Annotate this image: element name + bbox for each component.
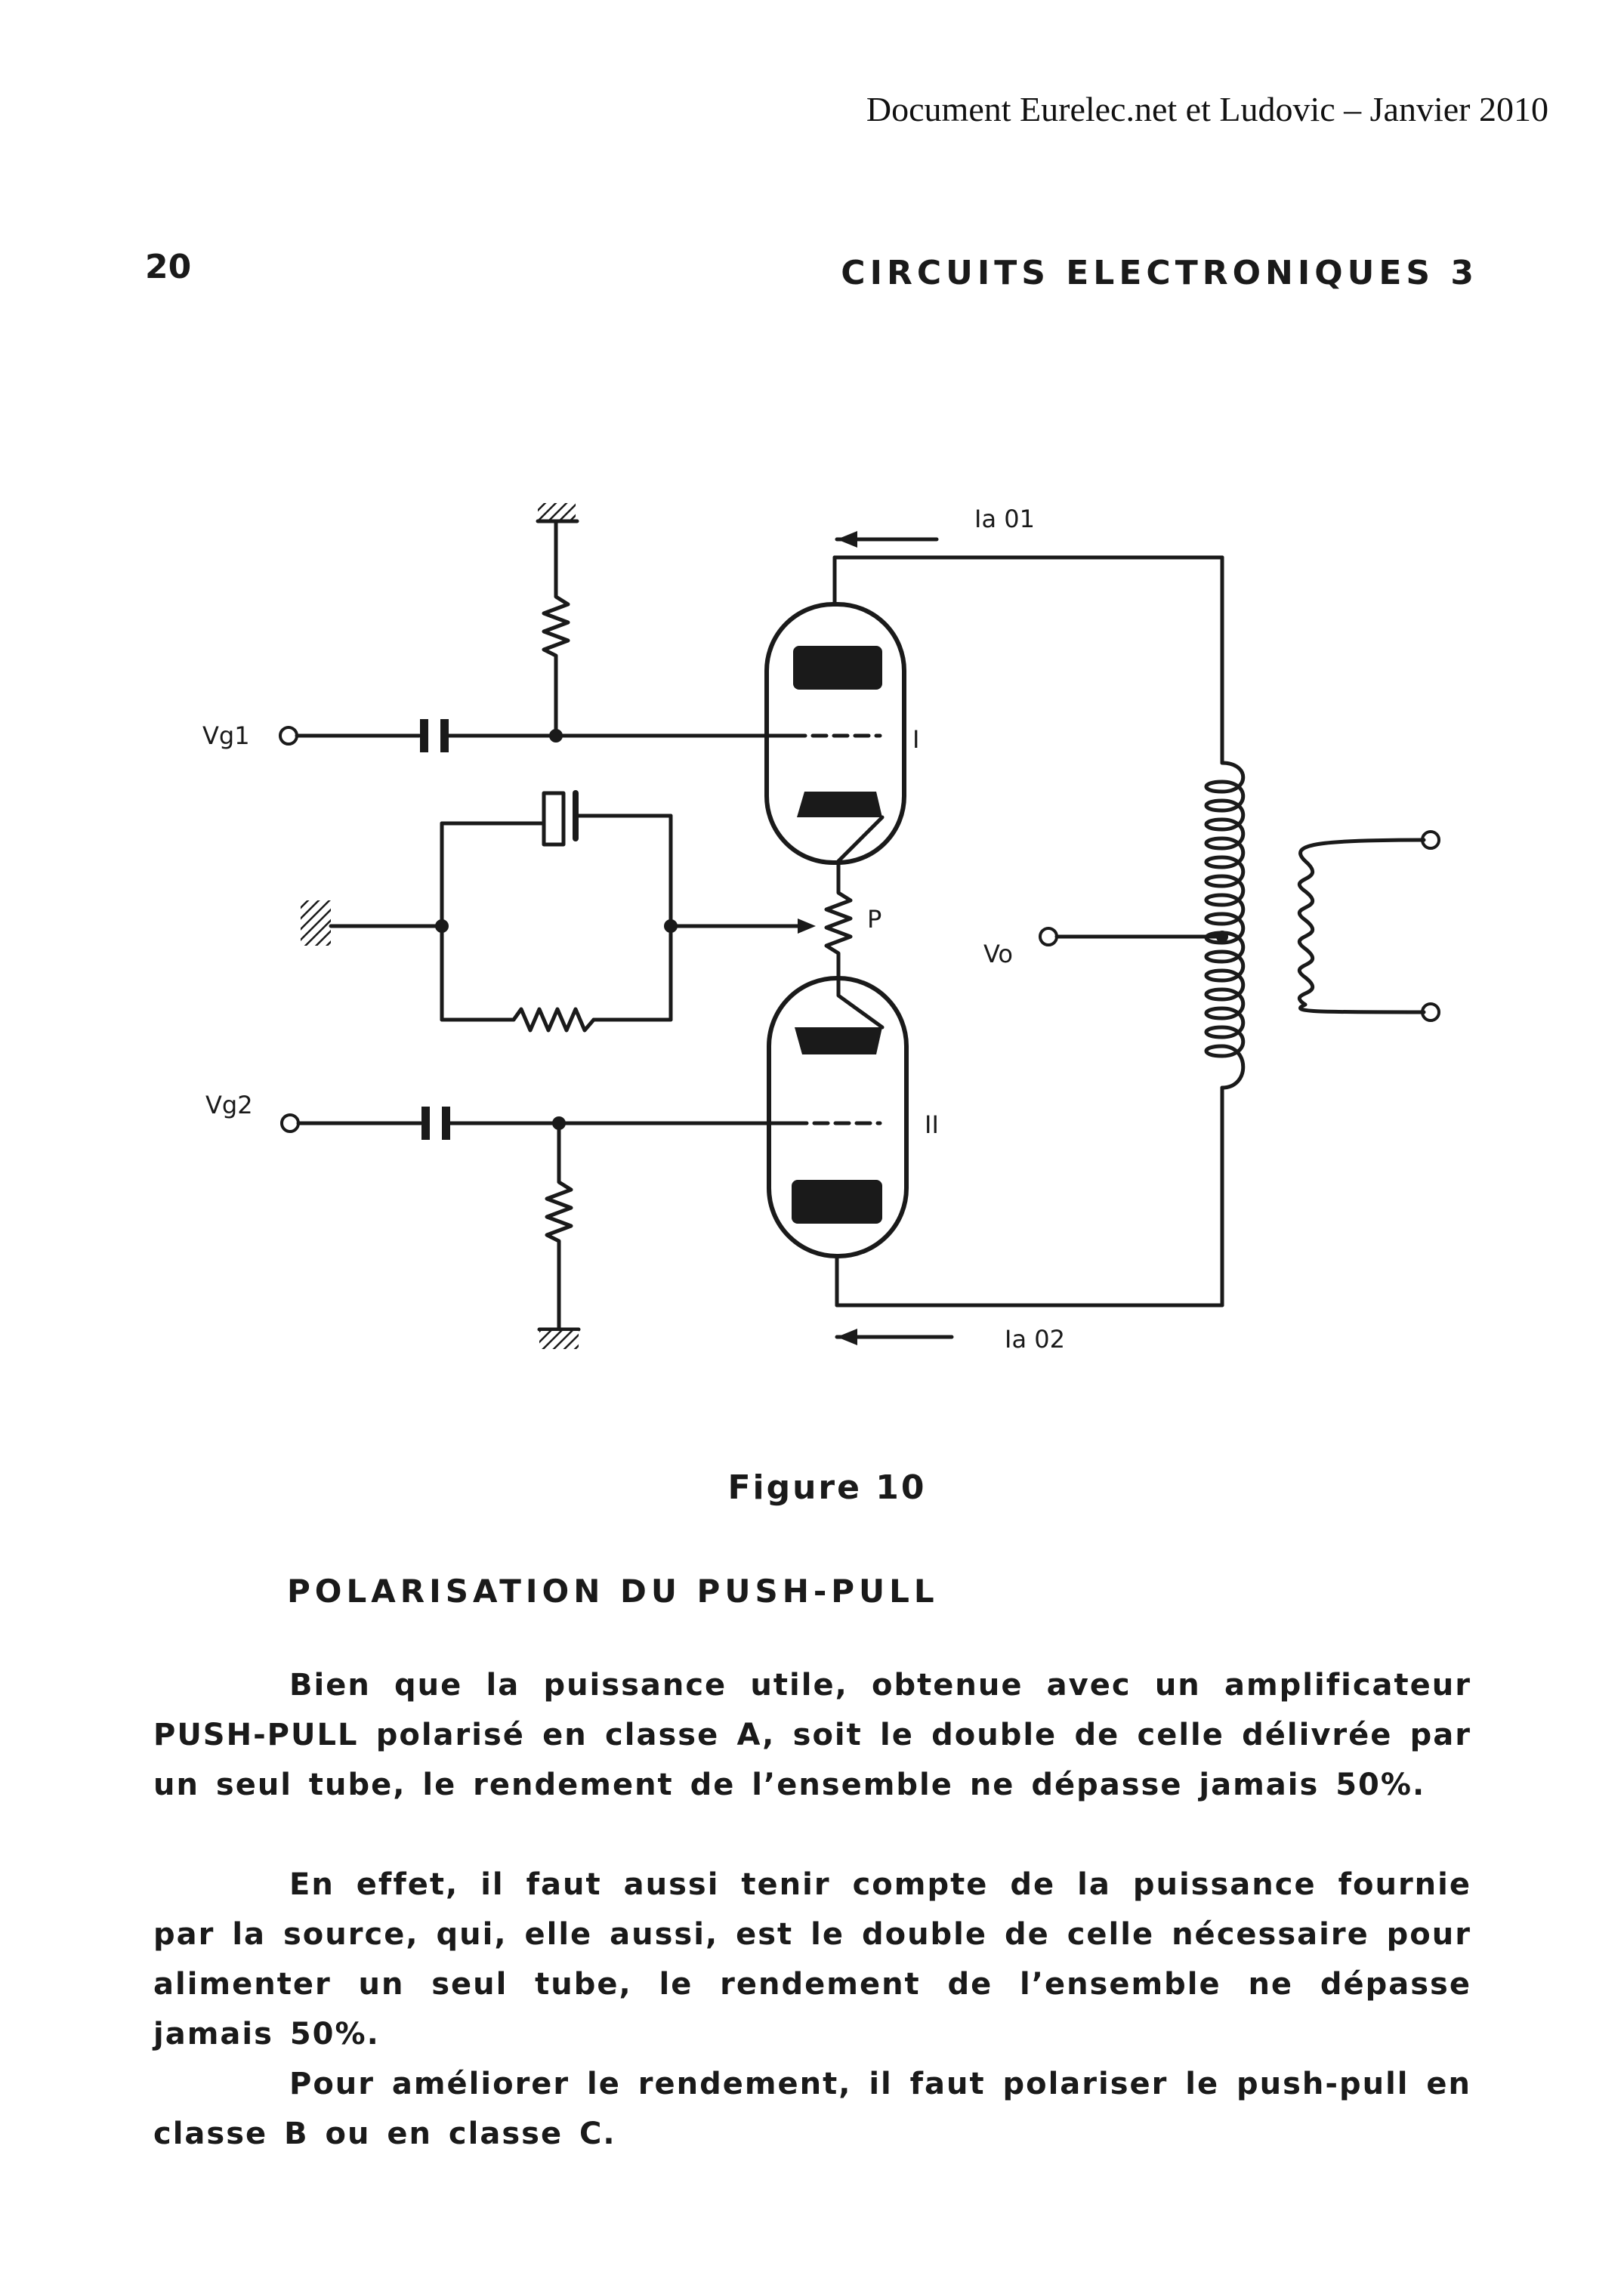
terminal-output-top (1421, 830, 1440, 850)
potentiometer-p (824, 870, 853, 984)
label-ia01: Ia 01 (974, 505, 1035, 533)
capacitor-vg2 (421, 1107, 450, 1140)
label-vg1: Vg1 (202, 721, 250, 750)
document-credit: Document Eurelec.net et Ludovic – Janvie… (866, 90, 1548, 128)
cathode-tube-i (797, 792, 882, 817)
label-vo: Vo (983, 940, 1013, 968)
wiper-arrow-icon (798, 919, 816, 934)
arrow-ia02-icon (835, 1329, 954, 1345)
arrow-ia01-icon (835, 531, 939, 548)
anode-tube-i (793, 646, 882, 690)
ground-bias-icon (301, 900, 331, 946)
capacitor-vg1 (420, 719, 449, 752)
resistor-bias (511, 1007, 596, 1033)
paragraph-1: Bien que la puissance utile, obtenue ave… (153, 1660, 1471, 1810)
anode-tube-ii (792, 1180, 882, 1224)
label-vg2: Vg2 (205, 1091, 253, 1119)
paragraph-3: Pour améliorer le rendement, il faut pol… (153, 2059, 1471, 2159)
transformer-secondary (1298, 838, 1426, 1014)
cathode-tube-ii (795, 1027, 882, 1054)
label-tube-ii: II (925, 1110, 939, 1139)
terminal-vg2 (280, 1113, 300, 1133)
label-tube-i: I (912, 725, 919, 754)
paragraph-3-text: Pour améliorer le rendement, il faut pol… (153, 2067, 1471, 2151)
figure-caption: Figure 10 (727, 1468, 927, 1507)
label-ia02: Ia 02 (1005, 1325, 1065, 1354)
running-title: CIRCUITS ELECTRONIQUES 3 (841, 254, 1478, 292)
paragraph-2: En effet, il faut aussi tenir compte de … (153, 1860, 1471, 2059)
paragraph-2-text: En effet, il faut aussi tenir compte de … (153, 1867, 1471, 2052)
resistor-grid-bottom (545, 1121, 573, 1332)
page-number: 20 (145, 248, 192, 286)
ground-bottom-icon (539, 1331, 579, 1349)
transformer-primary (1204, 761, 1246, 1090)
bias-capacitor (542, 790, 579, 847)
label-p: P (867, 905, 881, 934)
terminal-vo (1039, 927, 1058, 946)
resistor-grid-top (542, 519, 570, 724)
push-pull-schematic: Vg1 I Ia 01 P (202, 503, 1440, 1354)
ground-top-icon (538, 503, 576, 520)
node-bias-left (435, 919, 449, 933)
tube-i (764, 602, 906, 875)
tube-ii (767, 976, 909, 1258)
terminal-vg1 (279, 726, 298, 746)
section-heading: POLARISATION DU PUSH-PULL (287, 1573, 939, 1610)
terminal-output-bottom (1421, 1002, 1440, 1022)
paragraph-1-text: Bien que la puissance utile, obtenue ave… (153, 1668, 1471, 1802)
